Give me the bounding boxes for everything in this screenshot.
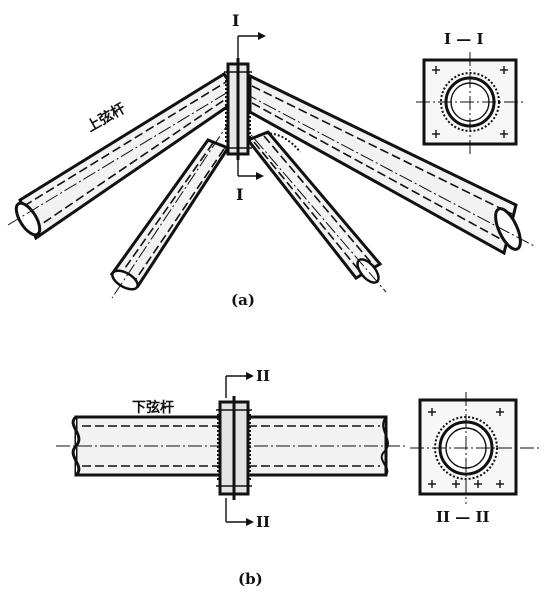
- section-2-2-detail: II — II: [410, 392, 540, 526]
- section-mark-1-bottom: I: [236, 160, 264, 204]
- section-mark-2-bottom: II: [225, 498, 270, 531]
- section-1-1-detail: I — I: [416, 30, 524, 156]
- figure-b: II II 下弦杆 II —: [56, 367, 540, 588]
- section-2-2-title: II — II: [436, 508, 490, 526]
- web-member-left: [109, 117, 233, 299]
- lower-chord-tube: [56, 415, 408, 477]
- web-member-right: [239, 121, 387, 293]
- caption-b: (b): [238, 570, 263, 588]
- upper-chord-left: [7, 71, 243, 241]
- joint-gusset: [224, 58, 252, 160]
- section-mark-1-top: I: [232, 11, 266, 58]
- section-1-bottom-label: I: [236, 185, 243, 204]
- section-2-bottom-label: II: [256, 513, 270, 531]
- figure-a: I I 上弦杆 I — I (a): [7, 11, 537, 309]
- section-2-top-label: II: [256, 367, 270, 385]
- section-1-top-label: I: [232, 11, 239, 30]
- lower-chord-label: 下弦杆: [132, 399, 174, 416]
- section-mark-2-top: II: [225, 367, 270, 398]
- section-1-1-title: I — I: [444, 30, 483, 48]
- upper-chord-right: [243, 73, 537, 256]
- upper-chord-label: 上弦杆: [84, 100, 129, 136]
- lower-joint-gusset: [216, 396, 252, 500]
- caption-a: (a): [231, 291, 255, 309]
